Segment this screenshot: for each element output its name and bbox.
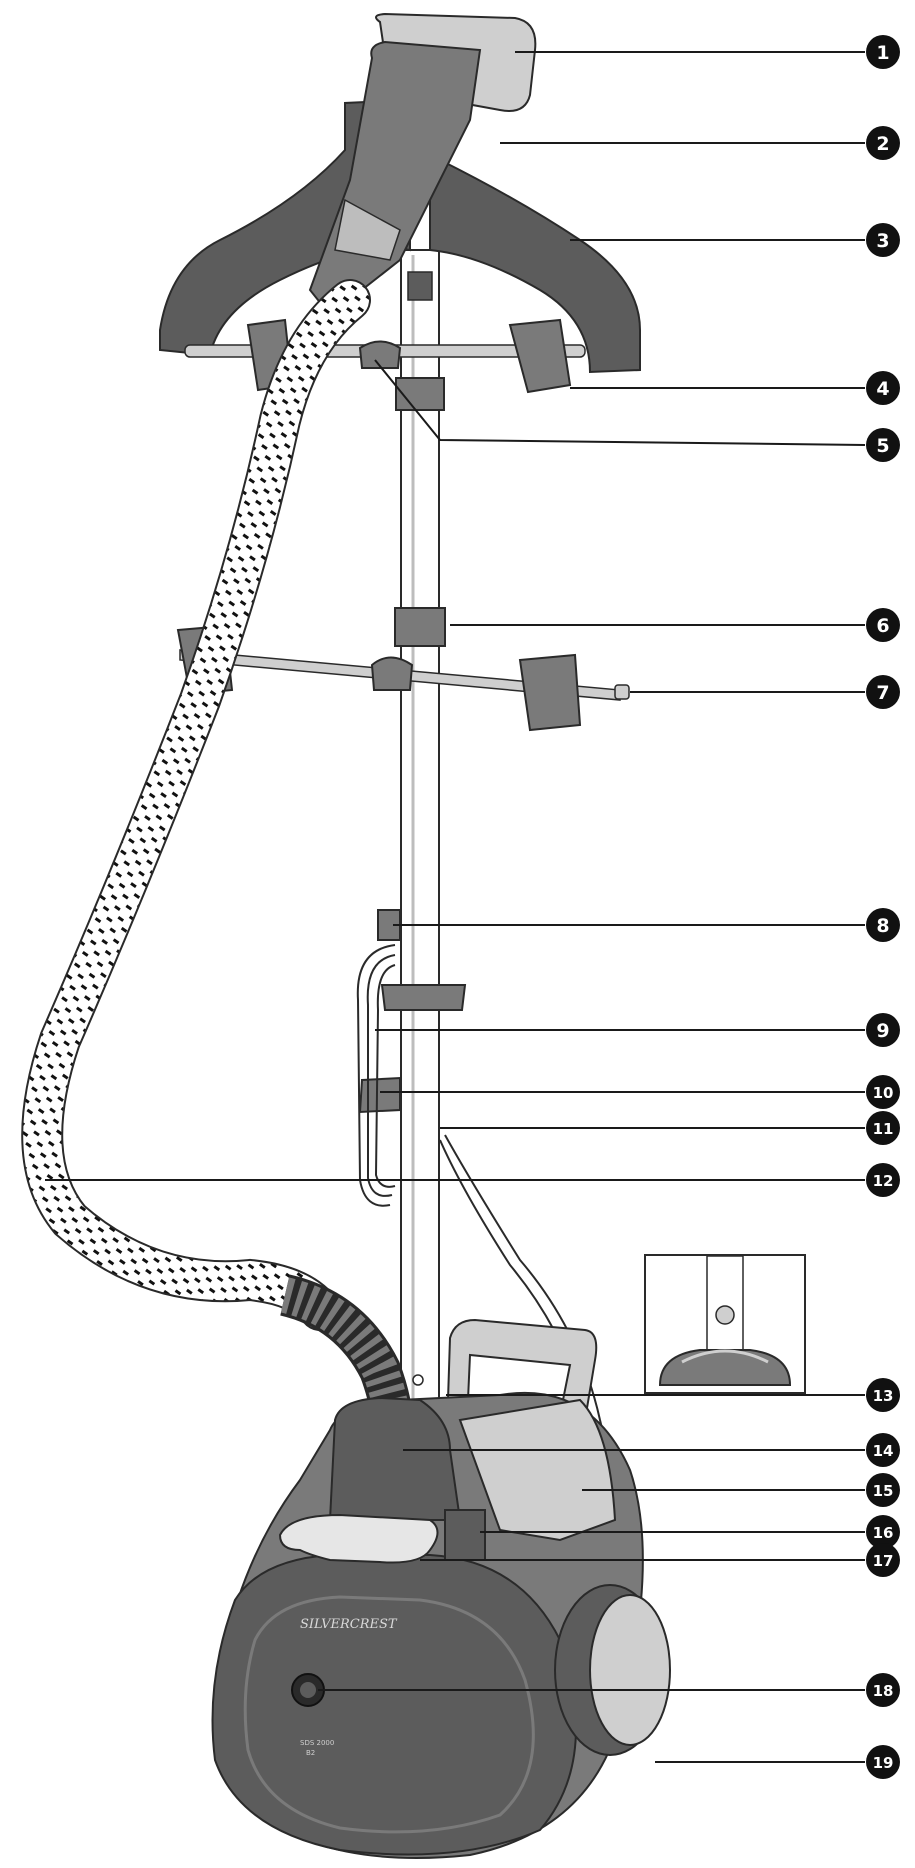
callout-number-13: 13	[873, 1387, 894, 1405]
callout-badge-16	[866, 1515, 900, 1549]
upper-pole-collar[interactable]	[395, 377, 445, 411]
upper-cable-hook[interactable]	[377, 909, 401, 941]
middle-pole-collar[interactable]	[394, 607, 446, 647]
callout-badge-9	[866, 1013, 900, 1047]
callout-badge-2	[866, 126, 900, 160]
rating-line-2: B2	[306, 1749, 315, 1757]
callout-badge-7	[866, 675, 900, 709]
callout-badge-4	[866, 371, 900, 405]
upper-bar-connector[interactable]	[358, 340, 402, 369]
water-tank[interactable]	[458, 1398, 617, 1542]
middle-bar-connector[interactable]	[370, 656, 414, 691]
callout-number-8: 8	[876, 915, 889, 937]
steam-hose[interactable]	[21, 279, 414, 1443]
callout-number-12: 12	[873, 1172, 894, 1190]
callout-number-4: 4	[876, 378, 889, 400]
callout-badge-3	[866, 223, 900, 257]
hanger-arms[interactable]	[159, 98, 641, 374]
callout-badge-18	[866, 1673, 900, 1707]
callout-number-2: 2	[876, 133, 889, 155]
callout-badge-15	[866, 1473, 900, 1507]
nozzle-holder[interactable]	[308, 12, 537, 317]
callout-badge-14	[866, 1433, 900, 1467]
callout-badge-1	[866, 35, 900, 69]
telescopic-pole	[400, 249, 440, 1411]
callout-number-16: 16	[873, 1524, 894, 1542]
tank-release[interactable]	[444, 1509, 486, 1561]
callout-number-17: 17	[873, 1552, 894, 1570]
callout-number-18: 18	[873, 1682, 894, 1700]
callout-badge-6	[866, 608, 900, 642]
callout-badge-12	[866, 1163, 900, 1197]
lower-cable-hook[interactable]	[358, 1076, 401, 1114]
callout-number-7: 7	[876, 682, 889, 704]
callout-number-5: 5	[876, 435, 889, 457]
callout-number-14: 14	[873, 1442, 894, 1460]
callout-number-15: 15	[873, 1482, 894, 1500]
callout-number-1: 1	[876, 42, 889, 64]
rating-line-1: SDS 2000	[300, 1739, 334, 1747]
carry-handle[interactable]	[446, 1318, 598, 1422]
callout-badge-5	[866, 428, 900, 462]
leader-line-5	[374, 359, 866, 446]
upper-clip-bar[interactable]	[184, 318, 586, 411]
middle-right-clip[interactable]	[518, 653, 582, 732]
brand-marking: SILVERCREST	[300, 1617, 398, 1632]
callout-number-9: 9	[876, 1020, 889, 1042]
upper-right-clip[interactable]	[508, 318, 572, 394]
callout-badge-13	[866, 1378, 900, 1412]
callout-badge-8	[866, 908, 900, 942]
callout-badge-11	[866, 1111, 900, 1145]
callout-number-11: 11	[873, 1120, 894, 1138]
callout-number-6: 6	[876, 615, 889, 637]
base-handle-grip[interactable]	[278, 1513, 439, 1564]
callout-badge-19	[866, 1745, 900, 1779]
base-unit: SILVERCREST SDS 2000 B2	[211, 1318, 671, 1859]
callout-number-3: 3	[876, 230, 889, 252]
cable-strap[interactable]	[380, 984, 467, 1011]
callout-badge-10	[866, 1075, 900, 1109]
callout-number-10: 10	[873, 1084, 894, 1102]
callout-badge-17	[866, 1543, 900, 1577]
callout-number-19: 19	[873, 1754, 894, 1772]
wheel	[589, 1594, 671, 1746]
detail-inset	[644, 1254, 806, 1394]
